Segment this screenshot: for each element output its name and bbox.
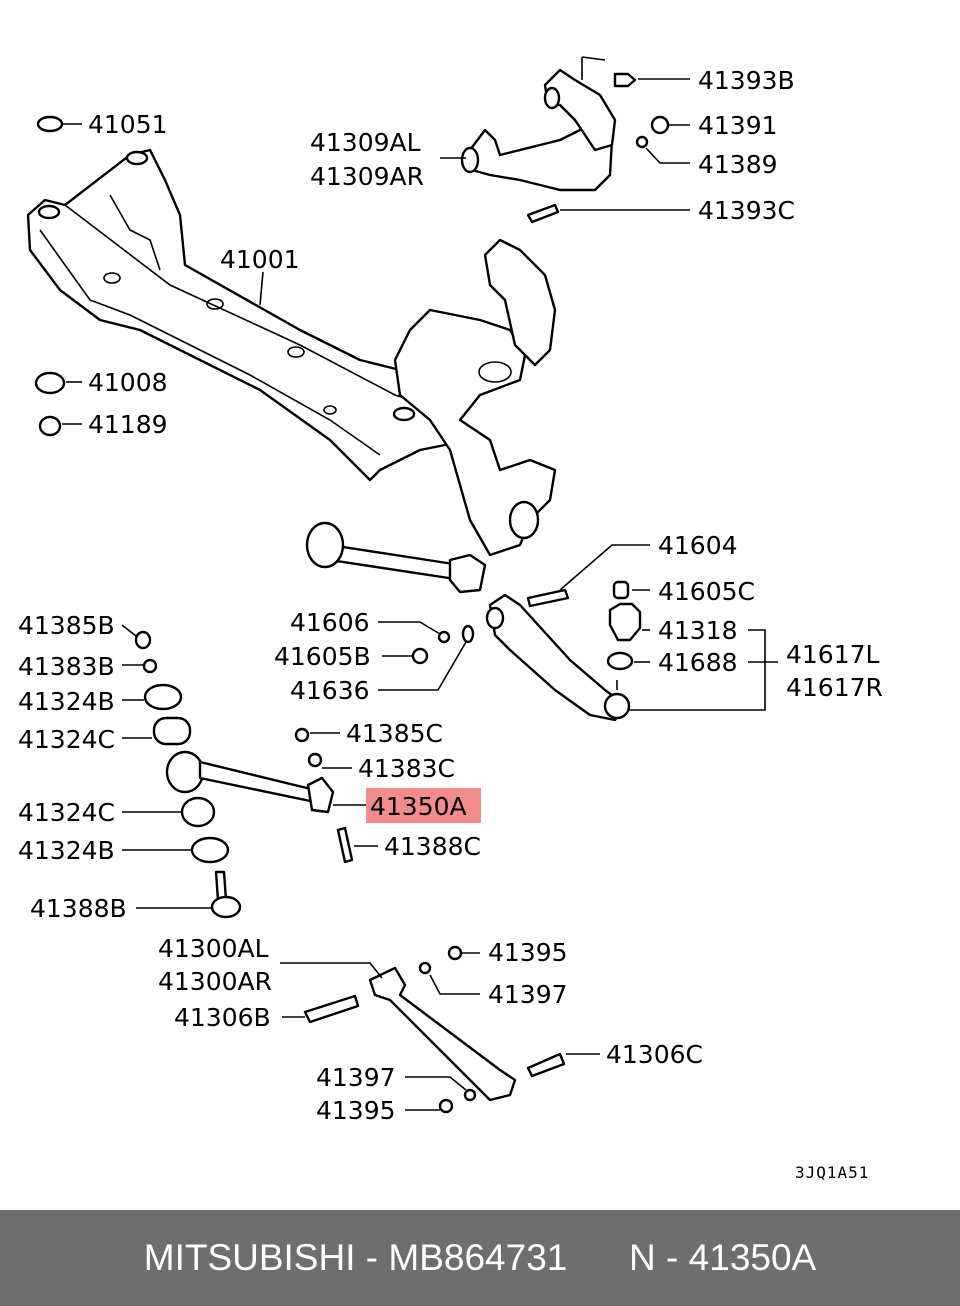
label-41389: 41389 (698, 150, 778, 179)
lower-arm-41617 (485, 593, 631, 722)
label-41309AR: 41309AR (310, 162, 424, 191)
strut-rod (305, 521, 487, 594)
footer-ref-number: 41350A (688, 1237, 817, 1278)
footer-bar: MITSUBISHI - MB864731 N - 41350A (0, 1210, 960, 1306)
label-41606: 41606 (290, 608, 370, 637)
label-41383B: 41383B (18, 652, 115, 681)
label-41324B-top: 41324B (18, 687, 115, 716)
lower-link-41300 (303, 945, 566, 1114)
footer-part-number: MB864731 (388, 1237, 568, 1278)
label-41309AL: 41309AL (310, 128, 421, 157)
label-41605B: 41605B (274, 642, 371, 671)
label-41324C-top: 41324C (18, 725, 115, 754)
knuckle (393, 238, 557, 557)
label-41318: 41318 (658, 616, 738, 645)
label-41383C: 41383C (358, 754, 455, 783)
label-41350A: 41350A (370, 792, 467, 821)
fasteners (34, 72, 670, 919)
label-41300AL: 41300AL (158, 934, 269, 963)
highlight-41350A (366, 788, 481, 823)
label-41393C: 41393C (698, 196, 795, 225)
footer-separator: - (355, 1237, 389, 1278)
crossmember-41001 (26, 148, 472, 482)
footer-gap (567, 1237, 629, 1279)
label-41306C: 41306C (606, 1040, 703, 1069)
label-41300AR: 41300AR (158, 967, 272, 996)
part-labels: 41393B 41391 41051 41309AL 41309AR 41389… (18, 66, 883, 1182)
label-41008: 41008 (88, 368, 168, 397)
label-41324B-bottom: 41324B (18, 836, 115, 865)
label-41385C: 41385C (346, 719, 443, 748)
footer-brand: MITSUBISHI (143, 1237, 356, 1278)
label-41393B: 41393B (698, 66, 795, 95)
label-41324C-bottom: 41324C (18, 798, 115, 827)
diagram-code: 3JQ1A51 (795, 1163, 869, 1182)
label-41395-top: 41395 (488, 938, 568, 967)
label-41306B: 41306B (174, 1003, 271, 1032)
label-41617L: 41617L (786, 640, 880, 669)
parts-diagram: 41393B 41391 41051 41309AL 41309AR 41389… (18, 56, 883, 1182)
label-41388C: 41388C (384, 832, 481, 861)
label-41397-top: 41397 (488, 980, 568, 1009)
label-41636: 41636 (290, 676, 370, 705)
footer-separator-2: - (655, 1237, 689, 1278)
label-41388B: 41388B (30, 894, 127, 923)
label-41189: 41189 (88, 410, 168, 439)
label-41051: 41051 (88, 110, 168, 139)
upper-arm-41309 (460, 68, 617, 192)
label-41385B: 41385B (18, 611, 115, 640)
label-41688: 41688 (658, 648, 738, 677)
label-41001: 41001 (220, 245, 300, 274)
label-41617R: 41617R (786, 673, 883, 702)
leader-lines (62, 56, 778, 1111)
label-41391: 41391 (698, 111, 778, 140)
label-41605C: 41605C (658, 577, 755, 606)
label-41604: 41604 (658, 531, 738, 560)
footer-n-label: N (629, 1237, 656, 1278)
lateral-link-41350A (165, 750, 335, 814)
label-41397-bottom: 41397 (316, 1063, 396, 1092)
label-41395-bottom: 41395 (316, 1096, 396, 1125)
